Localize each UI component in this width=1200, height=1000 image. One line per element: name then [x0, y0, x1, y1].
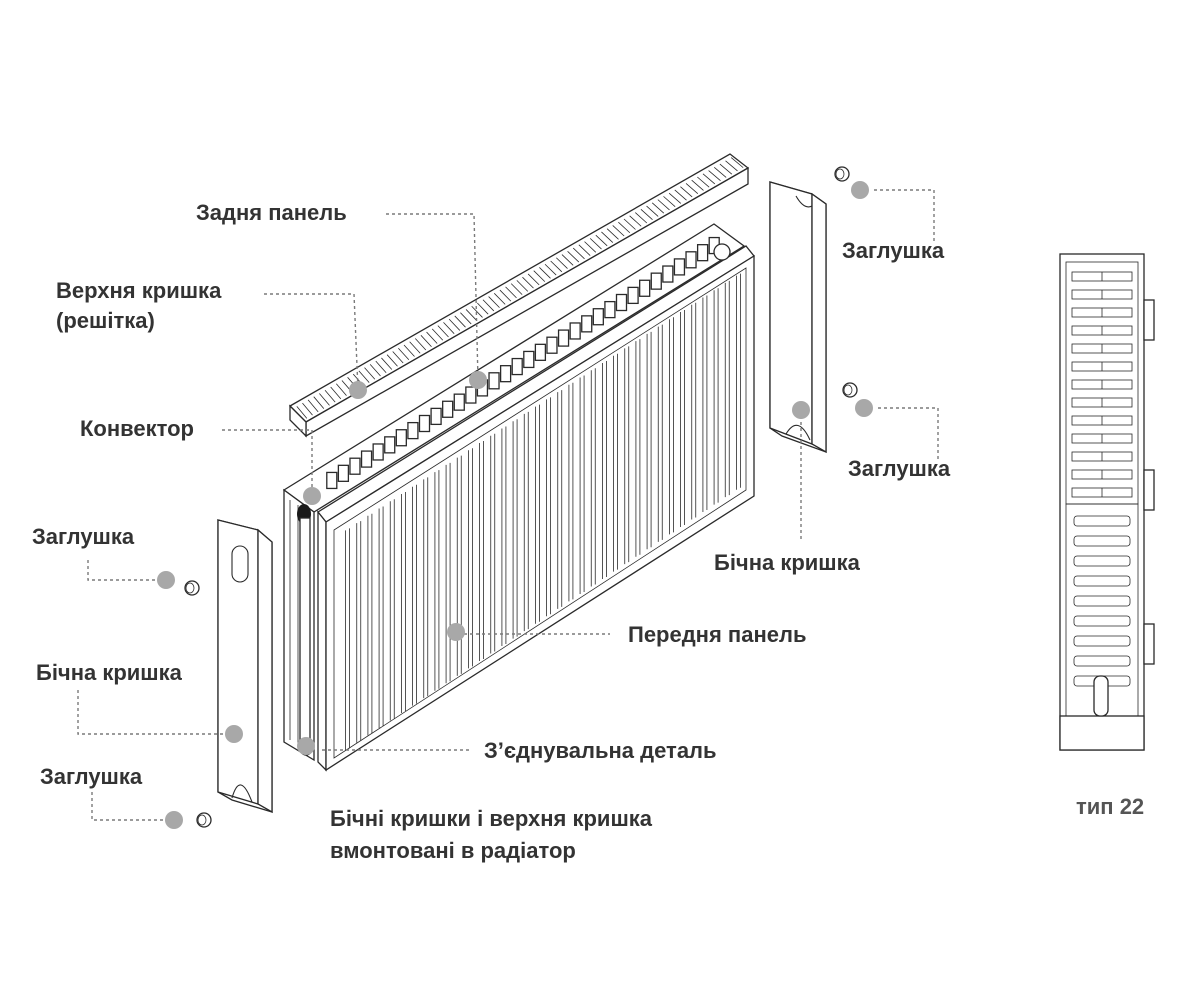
convector: [326, 236, 720, 490]
marker-convector: [303, 487, 321, 505]
marker-back-panel: [469, 371, 487, 389]
marker-top-cover: [349, 381, 367, 399]
plug-icon: [196, 812, 212, 828]
section-grille-fins: [1071, 271, 1133, 498]
label-top-cover-line1: Верхня кришка: [56, 278, 222, 303]
label-front-panel: Передня панель: [628, 622, 807, 647]
label-plug-right-bottom: Заглушка: [848, 456, 951, 481]
side-cover-left: [217, 519, 273, 814]
marker-front-panel: [447, 623, 465, 641]
marker-connector: [297, 737, 315, 755]
leader-lines: [77, 189, 939, 821]
marker-plug-left-top: [157, 571, 175, 589]
top-cover-grille: [288, 153, 750, 438]
front-panel: [317, 245, 755, 772]
label-convector: Конвектор: [80, 416, 194, 441]
label-plug-right-top: Заглушка: [842, 238, 945, 263]
section-convector-fins: [1073, 515, 1131, 687]
cross-section-type-22: [1059, 253, 1155, 751]
marker-plug-left-bottom: [165, 811, 183, 829]
label-side-cover-left: Бічна кришка: [36, 660, 182, 685]
plug-icon: [842, 382, 858, 398]
label-type-22: тип 22: [1076, 794, 1145, 819]
note-line2: вмонтовані в радіатор: [330, 838, 576, 863]
plug-icon: [184, 580, 200, 596]
label-plug-left-bottom: Заглушка: [40, 764, 143, 789]
label-back-panel: Задня панель: [196, 200, 347, 225]
grille-slots: [296, 157, 744, 419]
marker-plug-right-bottom: [855, 399, 873, 417]
marker-side-cover-left: [225, 725, 243, 743]
label-top-cover-line2: (решітка): [56, 308, 155, 333]
label-connector: З’єднувальна деталь: [484, 738, 717, 763]
front-panel-fins: [345, 273, 741, 751]
marker-dots: [157, 181, 873, 829]
marker-plug-right-top: [851, 181, 869, 199]
label-side-cover-right: Бічна кришка: [714, 550, 860, 575]
note-line1: Бічні кришки і верхня кришка: [330, 806, 653, 831]
plug-caps: [184, 166, 858, 828]
label-plug-left-top: Заглушка: [32, 524, 135, 549]
plug-icon: [834, 166, 850, 182]
side-cover-right: [769, 181, 827, 454]
marker-side-cover-right: [792, 401, 810, 419]
